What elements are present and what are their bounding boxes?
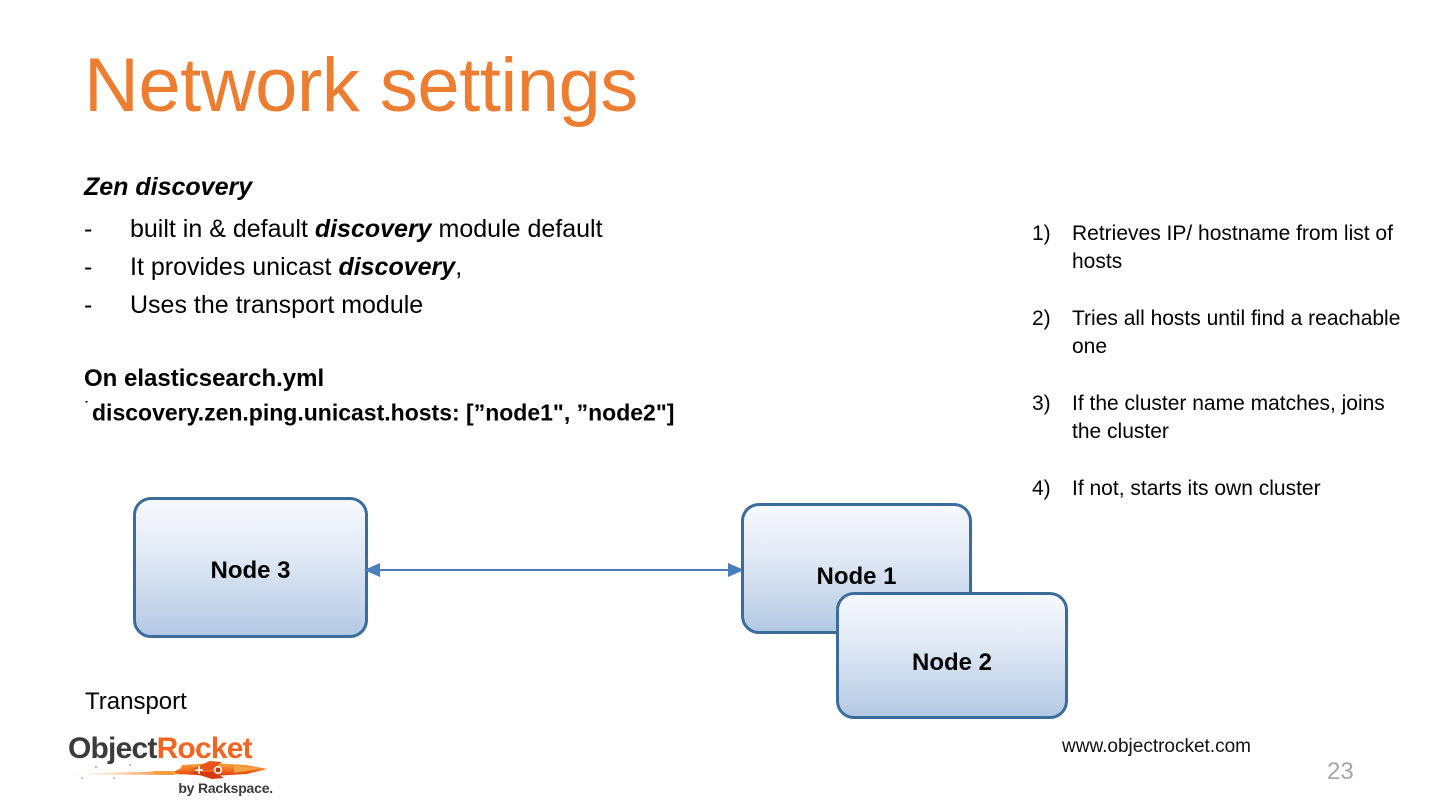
list-item: 4) If not, starts its own cluster [1032, 475, 1404, 503]
node-label: Node 2 [911, 649, 992, 676]
node-box-node-2: Node 2 [836, 592, 1068, 719]
step-text: If not, starts its own cluster [1072, 477, 1321, 500]
list-item: - built in & default discovery module de… [84, 210, 904, 248]
bullet-text: Uses the transport module [130, 286, 423, 324]
step-text: If the cluster name matches, joins the c… [1072, 392, 1385, 443]
bullet-text-pre: It provides unicast [130, 253, 339, 281]
node-label: Node 1 [816, 563, 897, 590]
list-item: - Uses the transport module [84, 286, 904, 324]
objectrocket-logo: ObjectRocket [62, 732, 277, 800]
bullet-text-emphasis: discovery [314, 215, 432, 243]
elasticsearch-yml-heading: On elasticsearch.yml [84, 365, 325, 392]
step-number: 3) [1032, 392, 1051, 415]
list-item: 3) If the cluster name matches, joins th… [1032, 390, 1404, 446]
step-text: Retrieves IP/ hostname from list of host… [1072, 222, 1393, 273]
step-number: 2) [1032, 307, 1051, 330]
page-number: 23 [1327, 758, 1354, 785]
bullet-text-emphasis: discovery [338, 253, 456, 281]
bullet-text-post: , [455, 253, 463, 281]
logo-word-rocket: Rocket [156, 732, 253, 765]
bullet-text-post: module default [431, 215, 603, 243]
rocket-icon [62, 761, 267, 780]
zen-discovery-heading: Zen discovery [84, 173, 253, 201]
zen-discovery-bullet-list: - built in & default discovery module de… [84, 210, 904, 324]
node-box-node-3: Node 3 [133, 497, 368, 638]
page-title: Network settings [84, 43, 638, 128]
list-item: - It provides unicast discovery, [84, 248, 904, 286]
transport-label: Transport [85, 688, 187, 715]
bullet-text-pre: built in & default [130, 215, 315, 243]
logo-tagline: by Rackspace. [178, 780, 273, 796]
tick-mark: ˙ [84, 399, 89, 416]
step-number: 1) [1032, 222, 1051, 245]
bullet-text: It provides unicast discovery, [130, 248, 462, 286]
list-item: 1) Retrieves IP/ hostname from list of h… [1032, 220, 1404, 276]
logo-word-object: Object [68, 732, 157, 765]
step-number: 4) [1032, 477, 1051, 500]
website-url: www.objectrocket.com [1062, 736, 1252, 757]
logo-wordmark: ObjectRocket [68, 732, 253, 766]
discovery-hosts-config-line: ˙discovery.zen.ping.unicast.hosts: [”nod… [84, 399, 674, 427]
bullet-text-pre: Uses the transport module [130, 291, 424, 319]
node-label: Node 3 [210, 557, 291, 584]
list-item: 2) Tries all hosts until find a reachabl… [1032, 305, 1404, 361]
bullet-dash: - [84, 215, 93, 243]
bullet-dash: - [84, 253, 93, 281]
discovery-steps-list: 1) Retrieves IP/ hostname from list of h… [1032, 220, 1404, 532]
step-text: Tries all hosts until find a reachable o… [1072, 307, 1401, 358]
bullet-text: built in & default discovery module defa… [130, 210, 603, 248]
bidirectional-transport-arrow-icon [364, 563, 744, 577]
config-text: discovery.zen.ping.unicast.hosts: [”node… [92, 399, 675, 426]
bullet-dash: - [84, 291, 93, 319]
